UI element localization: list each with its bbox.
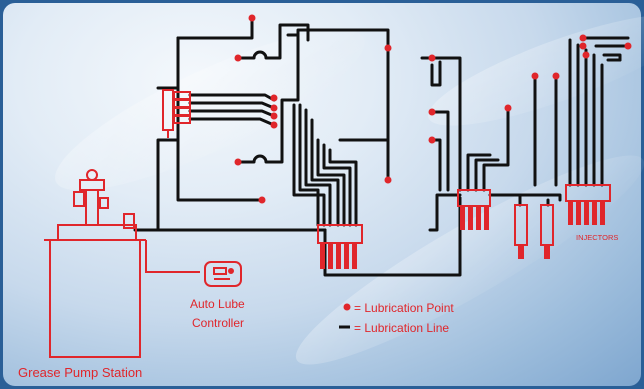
auto-lube-controller [204, 261, 242, 287]
lubrication-points [234, 14, 632, 204]
auto-lube-label-line1: Auto Lube [190, 297, 245, 311]
upper-distributor-block [162, 89, 191, 138]
legend-line-label: = Lubrication Line [354, 321, 449, 335]
injectors-label: INJECTORS [576, 233, 618, 242]
legend-point-label: = Lubrication Point [354, 301, 454, 315]
legend: = Lubrication Point = Lubrication Line [339, 301, 454, 335]
single-injectors [514, 204, 554, 259]
right-injector-block [457, 189, 491, 230]
far-right-injector-block [565, 184, 611, 225]
auto-lube-label-line2: Controller [192, 316, 244, 330]
middle-injector-block [317, 224, 363, 269]
legend-point-icon [343, 303, 351, 311]
grease-pump-station-label: Grease Pump Station [18, 365, 142, 380]
grease-pump-station [44, 169, 200, 358]
